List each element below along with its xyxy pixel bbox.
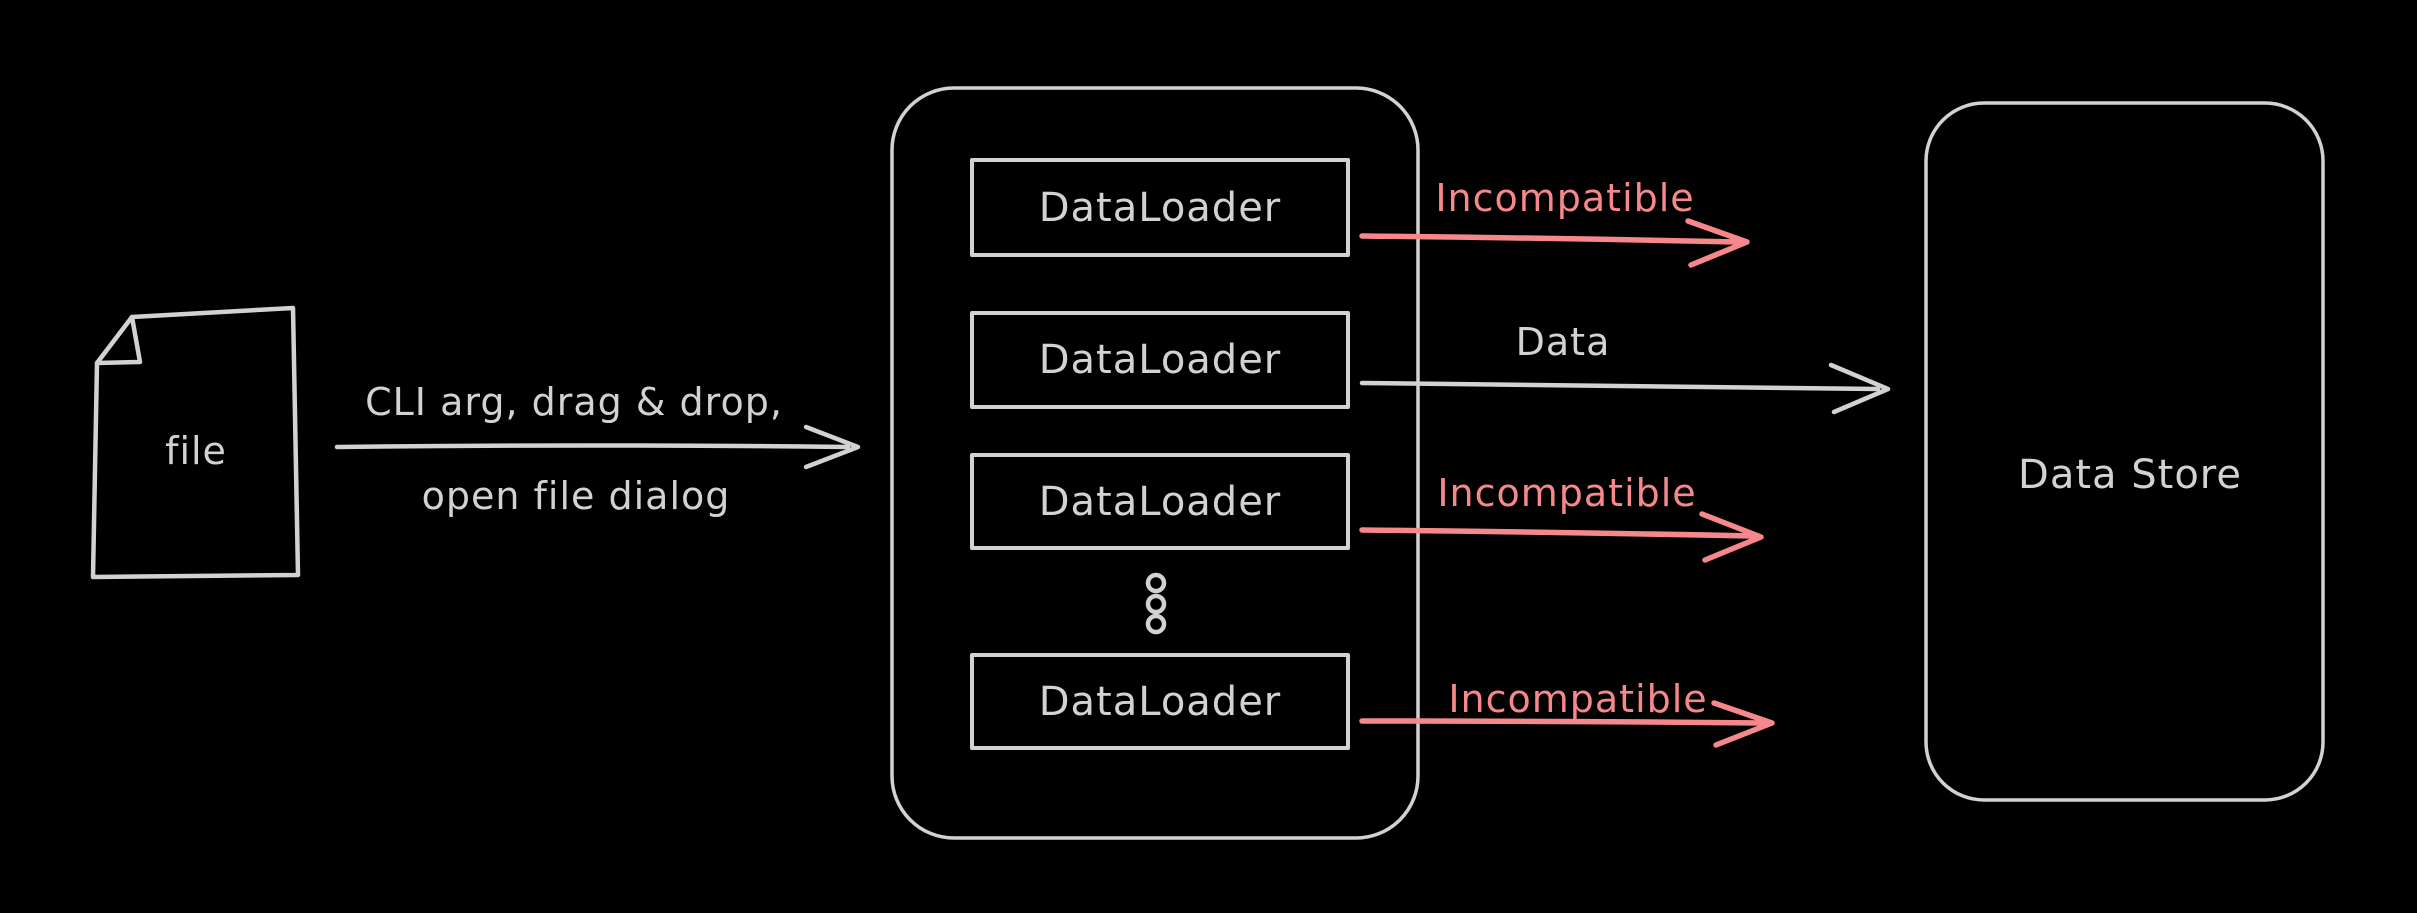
dataloader-label: DataLoader: [1038, 185, 1282, 231]
dataloader-box: [970, 158, 1350, 257]
loader-container-box: [890, 86, 1420, 840]
dataloader-label: DataLoader: [1038, 337, 1282, 383]
dataloader-label: DataLoader: [1038, 479, 1282, 525]
vertical-ellipsis-icon: [1145, 572, 1167, 635]
data-label: Data: [1515, 320, 1611, 364]
incompatible-label: Incompatible: [1448, 677, 1708, 721]
input-arrow-label-line2: open file dialog: [421, 474, 731, 518]
dataloader-box: [970, 311, 1350, 409]
input-arrow-label-line1: CLI arg, drag & drop,: [365, 380, 783, 424]
data-store-label: Data Store: [2018, 452, 2242, 498]
dataloader-label: DataLoader: [1038, 679, 1282, 725]
data-store-box: [1924, 101, 2325, 802]
data-arrow: [1359, 362, 1891, 415]
incompatible-label: Incompatible: [1437, 471, 1697, 515]
file-icon: [90, 305, 301, 580]
input-arrow: [334, 424, 861, 470]
file-label: file: [165, 429, 227, 473]
incompatible-arrow: [1359, 218, 1750, 268]
dataloader-box: [970, 653, 1350, 750]
dataloader-box: [970, 453, 1350, 550]
incompatible-label: Incompatible: [1435, 176, 1695, 220]
incompatible-arrow: [1359, 511, 1764, 563]
incompatible-arrow: [1359, 700, 1775, 748]
